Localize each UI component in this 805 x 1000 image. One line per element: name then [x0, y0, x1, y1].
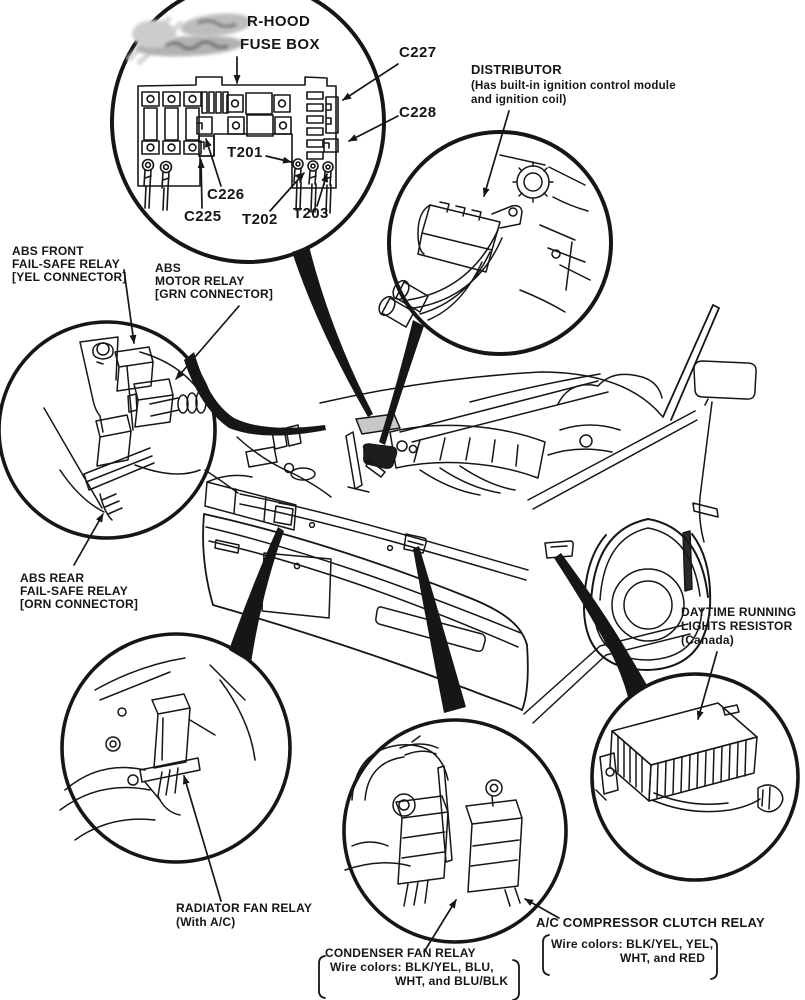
radiator-relay-drawing	[59, 657, 256, 841]
drl-resistor-label-line3: (Canada)	[681, 633, 734, 647]
wedge-abs-relays	[184, 352, 326, 436]
fuse-box-title-line1: R-HOOD	[247, 13, 311, 30]
distributor-note-line1: (Has built-in ignition control module	[471, 80, 676, 92]
arrow-abs-rear	[73, 513, 104, 566]
abs-relays-drawing	[43, 336, 207, 521]
callout-circle-condenser-relays	[342, 718, 568, 944]
connector-label-c227: C227	[399, 44, 437, 61]
connector-label-c228: C228	[399, 104, 437, 121]
abs-rear-relay-label-line3: [ORN CONNECTOR]	[20, 597, 139, 611]
wedge-distributor	[379, 320, 424, 445]
pointer-wedges	[184, 246, 648, 713]
arrow-c226	[205, 138, 222, 187]
arrow-c228	[348, 115, 399, 142]
arrow-ac-clutch	[524, 898, 560, 919]
wedge-condenser-relays	[413, 546, 466, 713]
radiator-fan-relay-label-line2: (With A/C)	[176, 915, 236, 929]
drl-resistor-label-line2: LIGHTS RESISTOR	[681, 619, 793, 633]
ac-clutch-relay-wire-line1: Wire colors: BLK/YEL, YEL,	[551, 937, 714, 951]
abs-motor-relay-label-line3: [GRN CONNECTOR]	[155, 287, 274, 301]
callout-circle-radiator-relay	[60, 632, 292, 864]
abs-rear-relay-label-line2: FAIL-SAFE RELAY	[20, 584, 128, 598]
radiator-fan-relay-label-line1: RADIATOR FAN RELAY	[176, 901, 313, 915]
abs-front-relay-label-line2: FAIL-SAFE RELAY	[12, 257, 120, 271]
arrow-distributor	[482, 110, 510, 197]
wedge-drl-resistor	[554, 553, 648, 697]
abs-motor-relay-label-line1: ABS	[155, 261, 181, 275]
drl-resistor-drawing	[595, 702, 784, 813]
condenser-relays-drawing	[344, 735, 523, 907]
arrow-drl	[696, 651, 718, 720]
connector-label-c225: C225	[184, 208, 222, 225]
fuse-box-title-line2: FUSE BOX	[240, 36, 320, 53]
leader-arrows	[73, 56, 718, 953]
distributor-drawing	[378, 154, 591, 328]
abs-rear-relay-label-line1: ABS REAR	[20, 571, 85, 585]
arrow-c227	[342, 63, 399, 101]
condenser-fan-relay-wire-line2: WHT, and BLU/BLK	[395, 974, 509, 988]
distributor-note-line2: and ignition coil)	[471, 94, 567, 106]
arrow-t201	[265, 155, 292, 164]
connector-label-c226: C226	[207, 186, 245, 203]
ac-clutch-relay-wire-line2: WHT, and RED	[620, 951, 706, 965]
drl-resistor-label-line1: DAYTIME RUNNING	[681, 605, 797, 619]
bracket-left-ac	[542, 934, 550, 976]
arrow-radiator	[182, 775, 222, 902]
arrow-c225	[197, 159, 205, 209]
wedge-fuse-box	[292, 246, 373, 417]
arrow-t203	[316, 173, 328, 207]
callout-circle-distributor	[387, 130, 613, 356]
abs-motor-relay-label-line2: MOTOR RELAY	[155, 274, 245, 288]
bracket-right-ac	[710, 938, 718, 980]
terminal-label-t203: T203	[293, 205, 329, 222]
ac-clutch-relay-title: A/C COMPRESSOR CLUTCH RELAY	[536, 915, 765, 930]
callout-circles	[0, 0, 800, 944]
bracket-left-condenser	[318, 955, 326, 999]
wire-note-brackets	[318, 934, 718, 1000]
callout-circle-drl-resistor	[590, 672, 800, 882]
car-drawing	[202, 304, 757, 724]
arrow-t202	[269, 172, 305, 212]
arrow-abs-front	[123, 269, 137, 344]
fuse-box-drawing	[137, 76, 339, 214]
distributor-title: DISTRIBUTOR	[471, 62, 562, 77]
smudge-marks	[126, 13, 252, 66]
condenser-fan-relay-wire-line1: Wire colors: BLK/YEL, BLU,	[330, 960, 494, 974]
abs-front-relay-label-line3: [YEL CONNECTOR]	[12, 270, 127, 284]
arrow-condenser	[423, 899, 457, 953]
abs-front-relay-label-line1: ABS FRONT	[12, 244, 84, 258]
arrow-abs-motor	[175, 305, 240, 380]
terminal-label-t201: T201	[227, 144, 263, 161]
condenser-fan-relay-title: CONDENSER FAN RELAY	[325, 946, 476, 960]
terminal-label-t202: T202	[242, 211, 278, 228]
bracket-right-condenser	[512, 959, 520, 1000]
wedge-radiator-relay	[229, 527, 284, 663]
callout-circle-abs-relays	[0, 320, 217, 540]
callout-circle-fuse-box	[110, 0, 386, 264]
